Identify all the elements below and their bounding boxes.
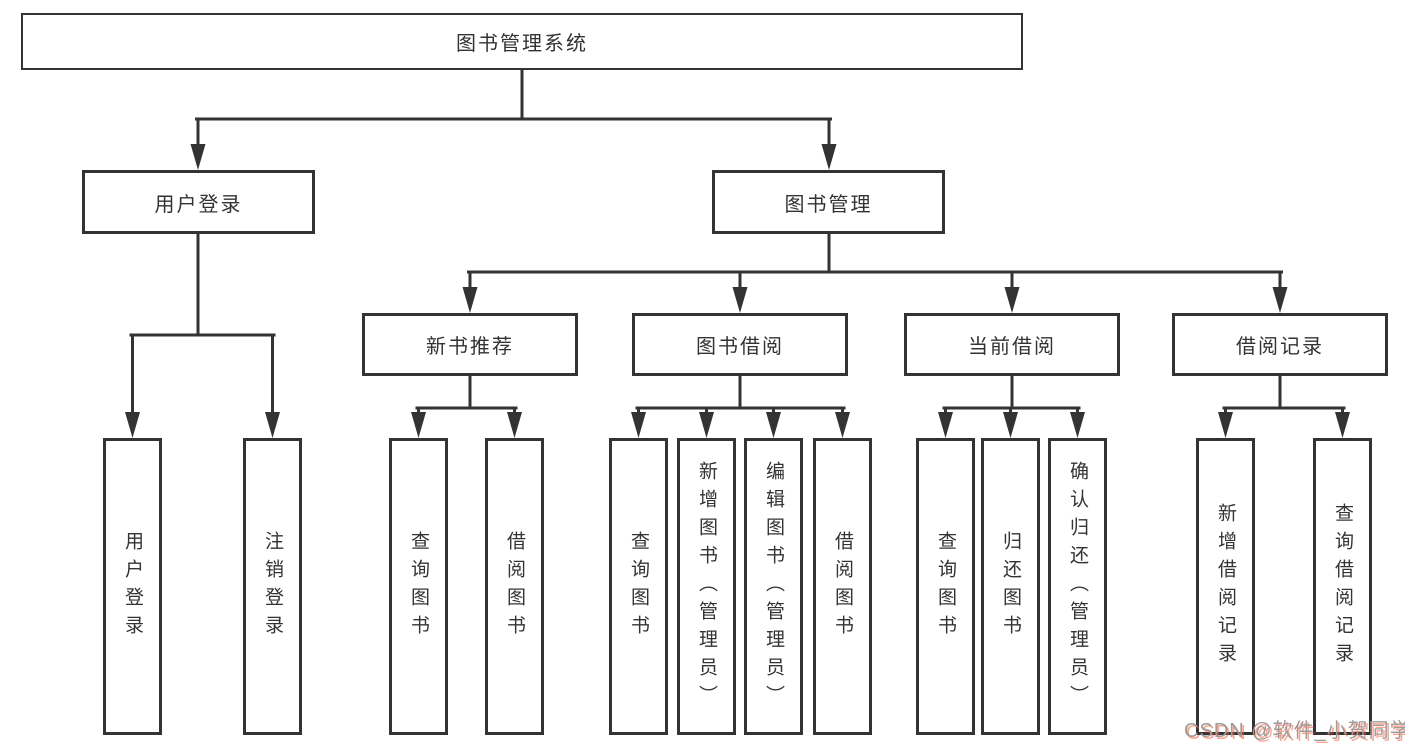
leaf-logout: 注销登录	[243, 438, 302, 735]
node-label: 当前借阅	[968, 336, 1056, 358]
leaf-label: 注销登录	[262, 530, 283, 643]
node-book-management: 图书管理	[712, 170, 945, 234]
node-user-login: 用户登录	[82, 170, 315, 234]
leaf-label: 查询图书	[935, 530, 956, 643]
node-new-book-recommend: 新书推荐	[362, 313, 578, 376]
leaf-label: 新增借阅记录	[1215, 502, 1236, 671]
leaf-confirm-return-admin: 确认归还（管理员）	[1048, 438, 1107, 735]
leaf-query-books-current: 查询图书	[916, 438, 975, 735]
node-label: 图书管理	[784, 193, 873, 216]
leaf-label: 确认归还（管理员）	[1067, 460, 1088, 713]
leaf-add-borrow-record: 新增借阅记录	[1196, 438, 1255, 735]
arrowheads	[125, 144, 1350, 438]
leaf-borrow-books-borrowing: 借阅图书	[813, 438, 872, 735]
leaf-query-borrow-record: 查询借阅记录	[1313, 438, 1372, 735]
node-current-borrowing: 当前借阅	[904, 313, 1120, 376]
leaf-label: 借阅图书	[832, 530, 853, 643]
node-label: 用户登录	[154, 193, 243, 216]
node-borrowing-records: 借阅记录	[1172, 313, 1388, 376]
leaf-borrow-books-recommend: 借阅图书	[485, 438, 544, 735]
leaf-label: 借阅图书	[504, 530, 525, 643]
leaf-query-books-recommend: 查询图书	[389, 438, 448, 735]
leaf-add-book-admin: 新增图书（管理员）	[677, 438, 736, 735]
node-label: 图书借阅	[696, 336, 784, 358]
node-library-management-system: 图书管理系统	[21, 13, 1023, 70]
leaf-return-book: 归还图书	[981, 438, 1040, 735]
leaf-label: 查询借阅记录	[1332, 502, 1353, 671]
leaf-label: 查询图书	[628, 530, 649, 643]
csdn-watermark: CSDN @软件_小贺同学	[1184, 720, 1405, 742]
leaf-query-books-borrowing: 查询图书	[609, 438, 668, 735]
leaf-label: 归还图书	[1000, 530, 1021, 643]
leaf-edit-book-admin: 编辑图书（管理员）	[744, 438, 803, 735]
leaf-label: 查询图书	[408, 530, 429, 643]
leaf-label: 编辑图书（管理员）	[763, 460, 784, 713]
leaf-user-login: 用户登录	[103, 438, 162, 735]
node-label: 图书管理系统	[456, 33, 588, 55]
leaf-label: 新增图书（管理员）	[696, 460, 717, 713]
node-label: 新书推荐	[426, 336, 514, 358]
node-book-borrowing: 图书借阅	[632, 313, 848, 376]
leaf-label: 用户登录	[122, 530, 143, 643]
node-label: 借阅记录	[1236, 336, 1324, 358]
